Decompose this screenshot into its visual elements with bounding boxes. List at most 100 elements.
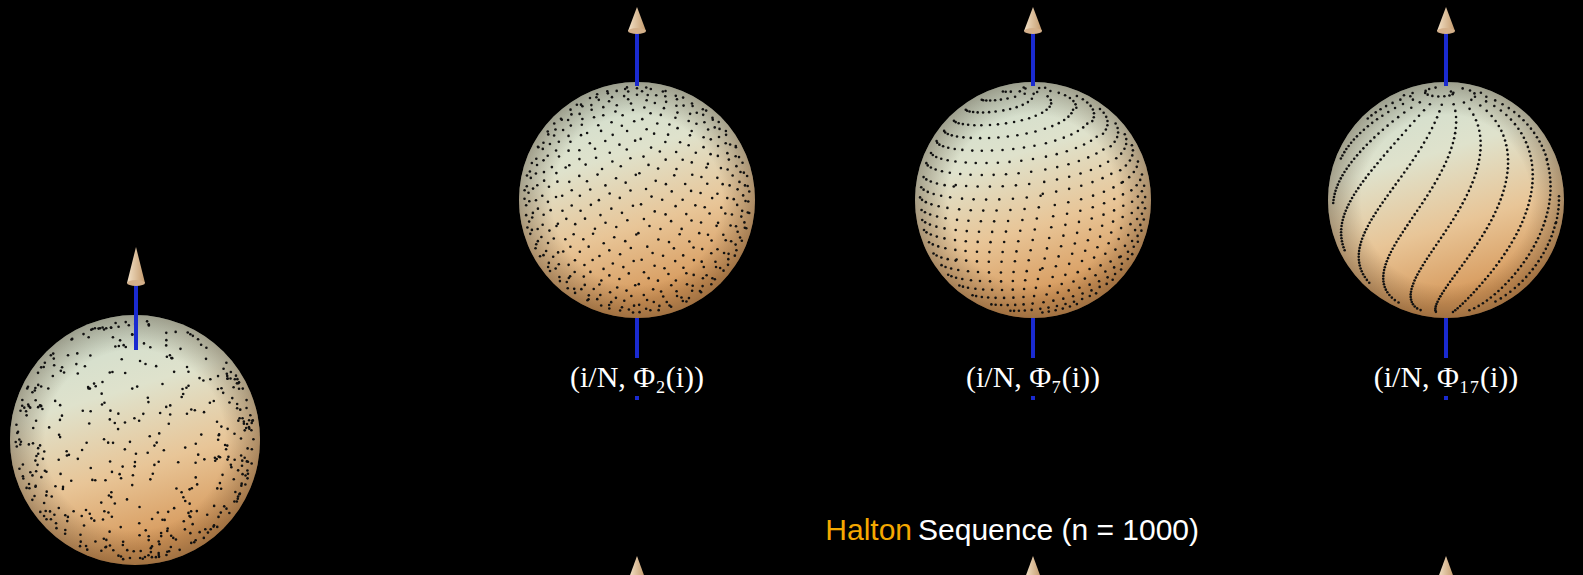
sample-point [243, 429, 246, 432]
sample-point [1131, 240, 1134, 243]
sample-point [1481, 281, 1484, 284]
sample-point [1433, 182, 1436, 185]
sample-point [1429, 190, 1432, 193]
sample-point [37, 452, 40, 455]
sample-point [187, 370, 190, 373]
sample-point [1500, 109, 1503, 112]
sample-point [717, 121, 720, 124]
sample-point [1545, 159, 1548, 162]
sample-point [1101, 224, 1104, 227]
sample-point [185, 386, 188, 389]
sample-point [684, 183, 687, 186]
sample-point [44, 361, 47, 364]
sample-point [1435, 244, 1438, 247]
caption-highlight: Halton [821, 511, 916, 549]
sample-point [742, 194, 745, 197]
sample-point [119, 339, 122, 342]
sample-point [1548, 172, 1551, 175]
sample-point [87, 387, 90, 390]
sample-point [1022, 296, 1025, 299]
sample-point [554, 267, 557, 270]
sample-point [555, 172, 558, 175]
sample-point [954, 229, 957, 232]
sample-point [124, 346, 127, 349]
sample-point [1528, 253, 1531, 256]
sample-point [541, 223, 544, 226]
sample-point [743, 221, 746, 224]
sample-point [991, 289, 994, 292]
sample-point [535, 157, 538, 160]
sample-point [1479, 104, 1482, 107]
sample-point [1420, 146, 1423, 149]
sample-point [1557, 212, 1560, 215]
sample-point [105, 539, 108, 542]
sample-point [959, 173, 962, 176]
sample-point [626, 219, 629, 222]
sample-point [721, 183, 724, 186]
sample-point [924, 221, 927, 224]
sample-point [220, 487, 223, 490]
sample-point [155, 441, 158, 444]
sample-point [1066, 212, 1069, 215]
sample-point [1384, 263, 1387, 266]
sample-point [122, 544, 125, 547]
sample-point [1084, 277, 1087, 280]
sample-point [1015, 184, 1018, 187]
sample-point [1520, 132, 1523, 135]
sample-point [1106, 276, 1109, 279]
sample-point [1068, 188, 1071, 191]
sample-point [1383, 154, 1386, 157]
sample-point [1362, 234, 1365, 237]
sample-point [961, 278, 964, 281]
sample-point [746, 175, 749, 178]
sample-point [187, 512, 190, 515]
sample-point [43, 515, 46, 518]
sample-point [1423, 141, 1426, 144]
sample-point [196, 510, 199, 513]
sample-point [1000, 260, 1003, 263]
sample-point [136, 385, 139, 388]
sample-point [218, 433, 221, 436]
sample-point [1029, 249, 1032, 252]
sample-point [729, 143, 732, 146]
sample-point [189, 516, 192, 519]
sample-point [664, 141, 667, 144]
sample-point [1533, 245, 1536, 248]
sample-point [702, 266, 705, 269]
sample-point [638, 172, 641, 175]
sample-point [89, 354, 92, 357]
sample-point [124, 321, 127, 324]
sample-point [741, 210, 744, 213]
sample-point [104, 546, 107, 549]
sample-point [1447, 156, 1450, 159]
sample-point [226, 378, 229, 381]
sample-point [179, 348, 182, 351]
sample-point [118, 473, 121, 476]
sample-point [695, 122, 698, 125]
sample-point [682, 267, 685, 270]
sample-point [35, 470, 38, 473]
sample-point [238, 417, 241, 420]
sample-point [147, 396, 150, 399]
sample-point [1105, 283, 1108, 286]
sample-point [1382, 280, 1385, 283]
sample-point [685, 300, 688, 303]
sample-point [946, 159, 949, 162]
sample-point [681, 158, 684, 161]
sample-point [1088, 283, 1091, 286]
sample-point [1453, 137, 1456, 140]
sample-point [664, 213, 667, 216]
sample-point [1503, 253, 1506, 256]
sample-point [578, 158, 581, 161]
sample-point [1036, 217, 1039, 220]
sample-point [67, 516, 70, 519]
sample-point [1472, 113, 1475, 116]
sample-point [637, 283, 640, 286]
sample-point [602, 106, 605, 109]
sample-point [174, 331, 177, 334]
sample-point [1376, 118, 1379, 121]
sample-point [580, 134, 583, 137]
sample-point [1364, 177, 1367, 180]
sample-point [1077, 130, 1080, 133]
